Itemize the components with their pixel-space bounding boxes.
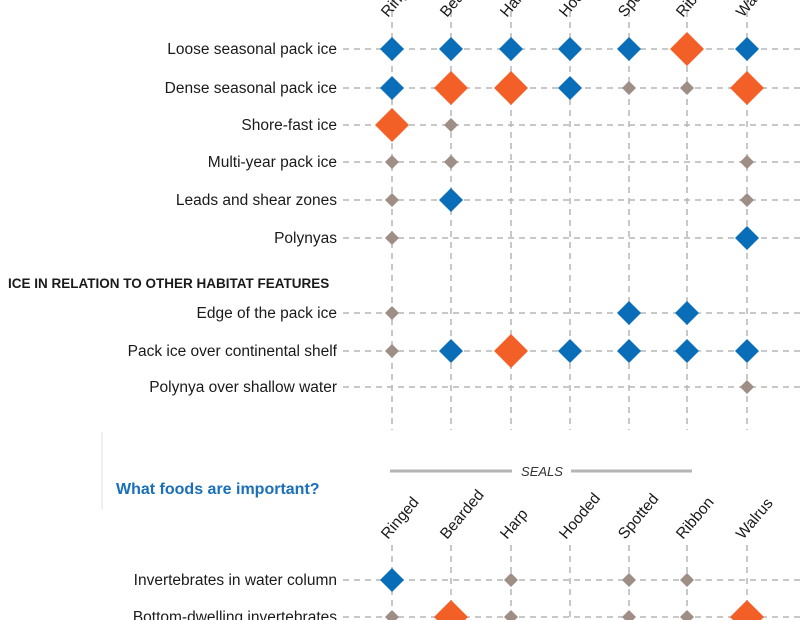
diamond-marker [558,339,582,363]
column-label-walrus: Walrus [733,0,777,21]
diamond-marker [558,76,582,100]
column-label-hooded: Hooded [556,490,604,543]
diamond-marker [558,37,582,61]
diamond-marker [385,344,399,358]
diamond-marker [730,71,764,105]
row-label: Loose seasonal pack ice [167,41,337,58]
section-heading: ICE IN RELATION TO OTHER HABITAT FEATURE… [8,276,329,291]
diamond-marker [375,108,409,142]
diamond-marker [499,37,523,61]
diamond-marker [385,610,399,620]
diamond-marker [439,37,463,61]
column-label-ringed: Ringed [378,494,423,543]
diamond-marker [504,610,518,620]
diamond-marker [444,155,458,169]
diamond-marker [385,193,399,207]
column-label-hooded: Hooded [556,0,604,21]
diamond-marker [494,334,528,368]
column-label-harp: Harp [497,0,532,21]
diamond-marker [680,610,694,620]
diamond-marker [670,32,704,66]
diamond-marker [385,155,399,169]
diamond-marker [740,155,754,169]
column-label-ribbon: Ribbon [673,0,718,21]
diamond-marker [740,380,754,394]
column-label-spotted: Spotted [615,0,662,21]
diamond-marker [380,568,404,592]
row-label: Pack ice over continental shelf [128,343,338,360]
diamond-marker [622,81,636,95]
diamond-marker [675,301,699,325]
group-label: SEALS [521,464,563,479]
column-label-harp: Harp [497,506,532,543]
diamond-marker [385,231,399,245]
section-question: What foods are important? [116,481,320,498]
diamond-marker [680,573,694,587]
diamond-marker [680,81,694,95]
diamond-marker [380,76,404,100]
column-label-bearded: Bearded [437,487,488,543]
diamond-marker [740,193,754,207]
diamond-marker [735,339,759,363]
row-label: Invertebrates in water column [134,572,337,589]
diamond-marker [735,226,759,250]
column-label-ribbon: Ribbon [673,494,718,543]
column-label-spotted: Spotted [615,491,662,543]
diamond-marker [622,573,636,587]
diamond-marker [494,71,528,105]
diamond-marker [434,71,468,105]
diamond-marker [380,37,404,61]
row-label: Polynyas [274,230,337,247]
row-label: Multi-year pack ice [208,154,337,171]
diamond-marker [434,600,468,620]
diamond-marker [730,600,764,620]
row-label: Edge of the pack ice [197,305,337,322]
diamond-marker [617,301,641,325]
column-label-bearded: Bearded [437,0,488,21]
diamond-marker [385,306,399,320]
row-label: Leads and shear zones [176,192,337,209]
column-label-ringed: Ringed [378,0,423,21]
row-label: Dense seasonal pack ice [165,80,337,97]
diamond-marker [444,118,458,132]
diamond-marker [439,339,463,363]
diamond-marker [622,610,636,620]
diamond-marker [617,339,641,363]
diamond-marker [617,37,641,61]
row-label: Polynya over shallow water [149,379,337,396]
diamond-marker [504,573,518,587]
row-label: Bottom-dwelling invertebrates [133,609,337,620]
column-label-walrus: Walrus [733,495,777,543]
diamond-marker [675,339,699,363]
diamond-marker [439,188,463,212]
diamond-marker [735,37,759,61]
row-label: Shore-fast ice [241,117,337,134]
